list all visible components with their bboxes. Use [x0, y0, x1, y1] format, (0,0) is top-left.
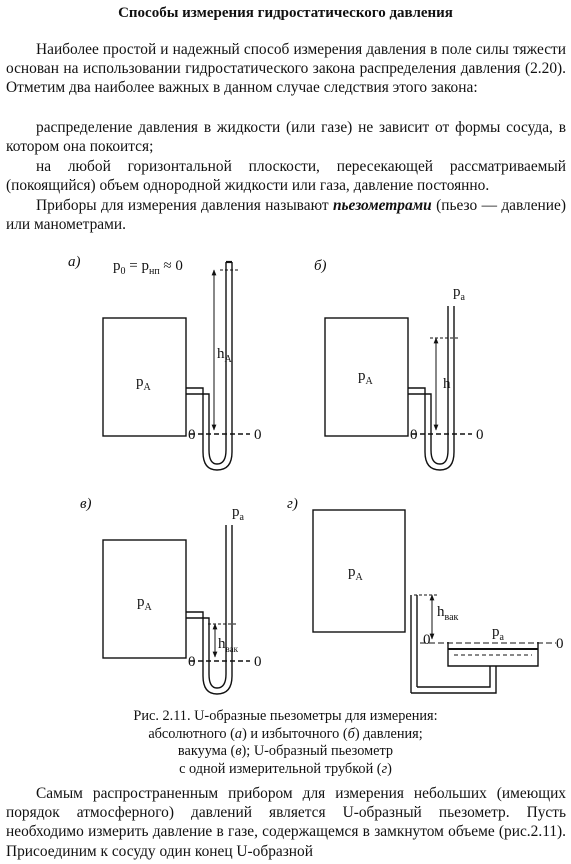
label-hvak-g: hвак [437, 604, 459, 623]
label-v: в) [80, 496, 92, 512]
zero-left-v: 0 [188, 654, 196, 670]
tube-b-inner [408, 306, 449, 465]
paragraph-devices: Приборы для измерения давления называют … [6, 196, 566, 234]
vessel-b [324, 317, 409, 437]
label-p0-formula: p0 = pнп ≈ 0 [113, 258, 183, 277]
diagram-v [102, 525, 250, 695]
zero-right-v: 0 [254, 654, 262, 670]
label-pA-a: pA [136, 374, 152, 393]
label-pA-b: pA [358, 368, 374, 387]
diagram-g [312, 509, 556, 694]
diagram-a [102, 260, 250, 471]
label-pA-v: pA [137, 594, 153, 613]
label-pA-g: pA [348, 564, 364, 583]
figure-caption: Рис. 2.11. U-образные пьезометры для изм… [0, 708, 571, 778]
caption-line-2: абсолютного (а) и избыточного (б) давлен… [148, 725, 423, 742]
tube-v-outer [186, 525, 233, 695]
zero-right-a: 0 [254, 427, 262, 443]
tube-g-bottom-inner [417, 666, 491, 688]
vessel-v [102, 539, 187, 659]
diagram-b [324, 306, 472, 471]
zero-left-b: 0 [410, 427, 418, 443]
label-hvak-v: hвак [218, 636, 239, 654]
label-pa-v: pa [232, 504, 245, 523]
zero-left-g: 0 [423, 632, 431, 648]
label-g: г) [287, 496, 298, 512]
figure-u-piezometers: а) б) в) г) p0 = pнп ≈ 0 pA pA pA pA pa … [68, 254, 564, 695]
p0-sub: 0 [121, 266, 126, 277]
reservoir-g [447, 642, 539, 667]
tube-v-inner [186, 525, 227, 689]
p0-symbol: p [113, 258, 121, 274]
label-a: а) [68, 254, 81, 270]
label-b: б) [314, 258, 327, 274]
pnp-sub: нп [149, 266, 160, 277]
vessel-g [312, 509, 406, 633]
paragraph-u-piezometer: Самым распространенным прибором для изме… [6, 785, 566, 860]
tube-b-outer [408, 306, 455, 471]
section-title: Способы измерения гидростатического давл… [118, 5, 453, 21]
label-h: h [443, 376, 451, 392]
term-piezometers: пьезометрами [332, 197, 432, 214]
tube-g-bottom-outer [411, 666, 497, 694]
caption-line-1: Рис. 2.11. U-образные пьезометры для изм… [133, 708, 438, 724]
zero-right-b: 0 [476, 427, 484, 443]
devices-text-end: (пьезо — давление) или манометрами. [6, 197, 566, 234]
caption-line-3: вакуума (в); U-образный пьезометр [177, 743, 394, 759]
zero-left-a: 0 [188, 427, 196, 443]
caption-line-4: с одной измерительной трубкой (г) [179, 760, 392, 777]
paragraph-intro: Наиболее простой и надежный способ измер… [6, 41, 566, 97]
paragraph-consequence-2: на любой горизонтальной плоскости, перес… [6, 158, 566, 195]
label-pa-g: pa [492, 624, 505, 643]
p0-eq: = p [126, 258, 149, 274]
label-hA: hA [217, 346, 233, 365]
tube-a-outer [186, 262, 233, 471]
zero-right-g: 0 [556, 636, 564, 652]
paragraph-consequence-1: распределение давления в жидкости (или г… [6, 119, 566, 156]
p0-approx: ≈ 0 [160, 258, 183, 274]
tube-a-inner [186, 262, 227, 465]
label-pa-b: pa [453, 284, 466, 303]
vessel-a [102, 317, 187, 437]
devices-text-start: Приборы для измерения давления называют [36, 197, 333, 214]
